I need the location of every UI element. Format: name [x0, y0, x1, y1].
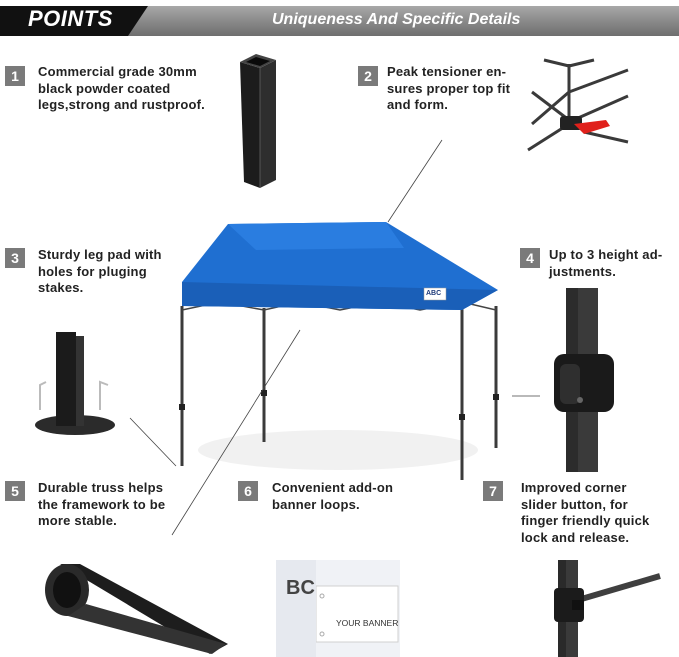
feature-3-badge: 3: [5, 248, 25, 268]
feature-7-badge: 7: [483, 481, 503, 501]
banner-label: YOUR BANNER: [336, 618, 399, 628]
truss-tube-image: [45, 564, 228, 654]
feature-6-badge: 6: [238, 481, 258, 501]
header-bar: [0, 6, 679, 36]
feature-1-text: Commercial grade 30mm black powder coate…: [38, 64, 205, 112]
leg-pad-image: [35, 332, 115, 435]
height-adjuster-image: [554, 288, 614, 472]
header-title: POINTS: [28, 6, 113, 31]
header-subtitle: Uniqueness And Specific Details: [272, 11, 521, 28]
feature-1-badge: 1: [5, 66, 25, 86]
square-leg-image: [240, 54, 276, 188]
feature-2-text: Peak tensioner en- sures proper top fit …: [387, 64, 511, 112]
feature-4-text: Up to 3 height ad- justments.: [549, 247, 663, 279]
feature-3-text: Sturdy leg pad with holes for pluging st…: [38, 247, 162, 295]
feature-7-text: Improved corner slider button, for finge…: [521, 480, 650, 545]
feature-6-text: Convenient add-on banner loops.: [272, 480, 394, 512]
canopy-tent-image: [179, 222, 499, 480]
feature-4-badge: 4: [520, 248, 540, 268]
banner-loops-image: [276, 560, 400, 657]
banner-logo-fragment: BC: [286, 577, 315, 599]
canopy-logo: ABC: [426, 290, 442, 297]
feature-5-text: Durable truss helps the framework to be …: [38, 480, 166, 528]
corner-slider-image: [554, 560, 661, 657]
feature-2-badge: 2: [358, 66, 378, 86]
peak-tensioner-image: [527, 58, 629, 152]
feature-5-badge: 5: [5, 481, 25, 501]
